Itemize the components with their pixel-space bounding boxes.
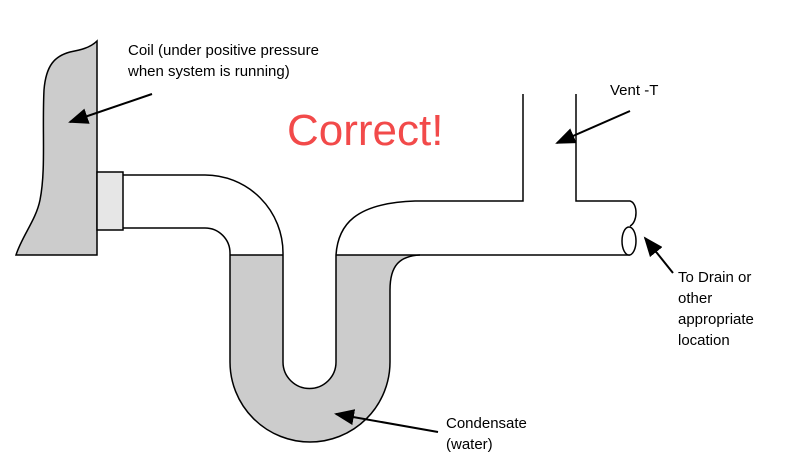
result-title: Correct! xyxy=(287,106,444,155)
coupling xyxy=(96,171,124,231)
p-trap xyxy=(123,94,637,443)
vent-label: Vent -T xyxy=(610,82,659,99)
drain-label: To Drain or other appropriate location xyxy=(678,269,754,349)
drain-pipe-end xyxy=(621,226,637,256)
condensate-water xyxy=(230,255,418,442)
condensate-arrow xyxy=(334,409,439,433)
vent-arrow xyxy=(555,110,631,144)
condensate-label: Condensate (water) xyxy=(446,415,527,453)
coil-arrow xyxy=(68,93,153,124)
coil xyxy=(14,39,98,256)
drain-arrow xyxy=(643,236,674,274)
coil-label: Coil (under positive pressure when syste… xyxy=(128,42,319,80)
